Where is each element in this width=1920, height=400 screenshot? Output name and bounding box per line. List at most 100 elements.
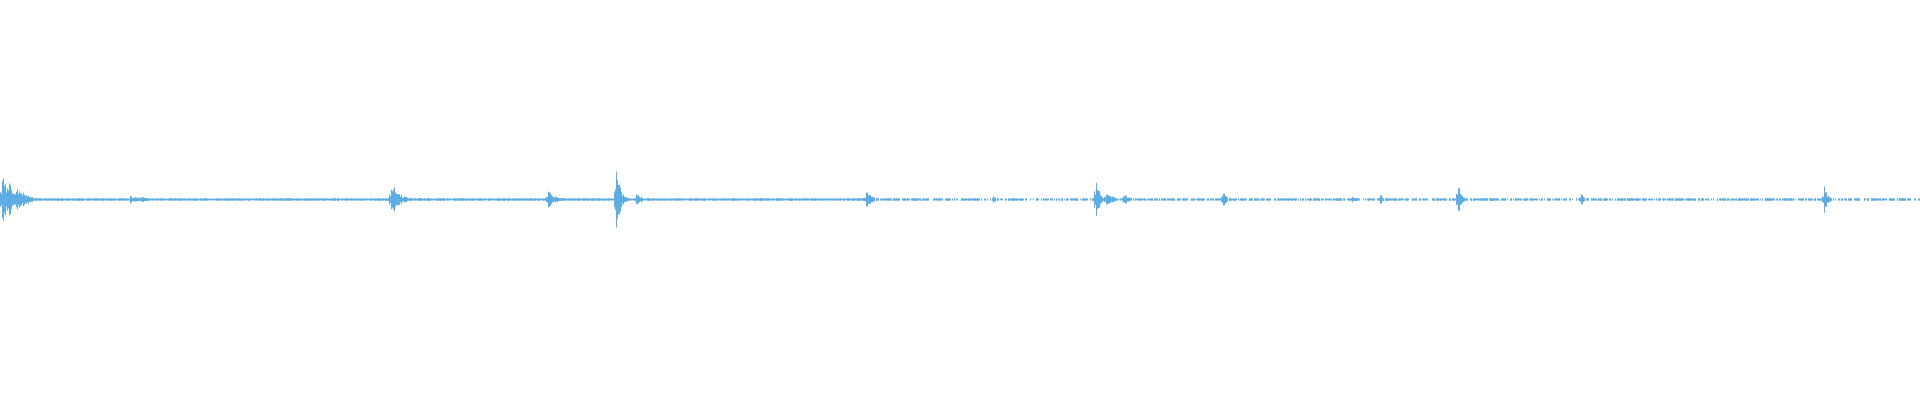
waveform-sample	[504, 198, 505, 201]
waveform-sample	[821, 198, 822, 201]
waveform-sample	[330, 198, 331, 201]
waveform-sample	[509, 198, 510, 201]
waveform-sample	[545, 198, 546, 201]
waveform-sample	[1423, 198, 1424, 201]
waveform-sample	[1555, 198, 1556, 201]
waveform-sample	[180, 198, 181, 201]
waveform-sample	[518, 198, 519, 201]
waveform-sample	[1648, 198, 1649, 201]
waveform-sample	[919, 198, 920, 201]
waveform-sample	[1877, 198, 1878, 201]
waveform-sample	[74, 198, 75, 201]
waveform-sample	[1805, 198, 1806, 201]
waveform-sample	[529, 198, 530, 201]
waveform-sample	[1820, 198, 1821, 201]
waveform-sample	[1236, 198, 1237, 201]
waveform-sample	[487, 198, 488, 201]
waveform-sample	[1806, 198, 1807, 201]
waveform-sample	[365, 198, 366, 201]
waveform-sample	[336, 198, 337, 201]
waveform-sample	[1495, 198, 1496, 201]
waveform-sample	[561, 198, 562, 201]
waveform-sample	[769, 198, 770, 201]
waveform-sample	[414, 198, 415, 201]
waveform-sample	[234, 198, 235, 201]
waveform-sample	[8, 190, 9, 209]
waveform-sample	[1220, 198, 1221, 201]
waveform-sample	[1124, 196, 1125, 203]
waveform-sample	[1020, 198, 1021, 201]
waveform-sample	[1605, 198, 1606, 201]
waveform-sample	[562, 198, 563, 201]
waveform-sample	[938, 198, 939, 201]
waveform-sample	[1802, 198, 1803, 201]
waveform-sample	[12, 193, 13, 206]
waveform-sample	[454, 198, 455, 201]
waveform-sample	[1066, 198, 1067, 201]
waveform-sample	[1387, 198, 1388, 201]
waveform-sample	[1815, 198, 1816, 201]
waveform-sample	[1257, 198, 1258, 201]
waveform-sample	[1278, 198, 1279, 201]
waveform-sample	[1184, 198, 1185, 201]
waveform-sample	[1338, 198, 1339, 201]
waveform-sample	[1826, 192, 1827, 207]
waveform-sample	[885, 198, 886, 201]
waveform-sample	[72, 198, 73, 201]
waveform-sample	[897, 198, 898, 201]
waveform-sample	[1607, 198, 1608, 201]
waveform-sample	[907, 198, 908, 201]
waveform-sample	[1110, 196, 1111, 203]
waveform-sample	[328, 198, 329, 201]
waveform-sample	[294, 198, 295, 201]
waveform-sample	[388, 198, 389, 201]
waveform-sample	[1062, 198, 1063, 201]
waveform-sample	[1823, 196, 1824, 203]
waveform-sample	[1750, 198, 1751, 201]
waveform-sample	[1698, 198, 1699, 201]
waveform-sample	[1353, 198, 1354, 201]
waveform-sample	[1311, 198, 1312, 201]
waveform-sample	[884, 198, 885, 201]
waveform-sample	[712, 198, 713, 201]
waveform-sample	[723, 198, 724, 201]
waveform-sample	[859, 198, 860, 201]
waveform-sample	[1670, 198, 1671, 201]
waveform-sample	[1732, 198, 1733, 201]
waveform-sample	[383, 198, 384, 201]
waveform-sample	[1082, 198, 1083, 201]
waveform-sample	[216, 198, 217, 201]
waveform-sample	[1792, 198, 1793, 201]
waveform-sample	[1373, 198, 1374, 201]
waveform-sample	[672, 198, 673, 201]
waveform-sample	[145, 198, 146, 201]
waveform-sample	[1491, 198, 1492, 201]
waveform-sample	[780, 198, 781, 201]
waveform-sample	[636, 194, 637, 205]
waveform-sample	[392, 191, 393, 208]
waveform-sample	[1391, 198, 1392, 201]
waveform-sample	[196, 198, 197, 201]
waveform-sample	[942, 198, 943, 201]
waveform-sample	[2, 181, 3, 218]
waveform-sample	[4, 186, 5, 213]
waveform-sample	[795, 198, 796, 201]
waveform-sample	[499, 198, 500, 201]
waveform-sample	[47, 198, 48, 201]
waveform-sample	[445, 198, 446, 201]
waveform-sample	[556, 197, 557, 202]
waveform-sample	[1006, 198, 1007, 201]
waveform-sample	[267, 198, 268, 201]
waveform-sample	[255, 198, 256, 201]
waveform-sample	[1596, 198, 1597, 201]
waveform-sample	[1316, 198, 1317, 201]
waveform-sample	[1282, 198, 1283, 201]
waveform-sample	[935, 198, 936, 201]
waveform-sample	[1058, 198, 1059, 201]
waveform-sample	[606, 198, 607, 201]
waveform-sample	[446, 198, 447, 201]
waveform-sample	[141, 197, 142, 202]
waveform-sample	[600, 198, 601, 201]
waveform-sample	[577, 198, 578, 201]
waveform-sample	[138, 198, 139, 201]
